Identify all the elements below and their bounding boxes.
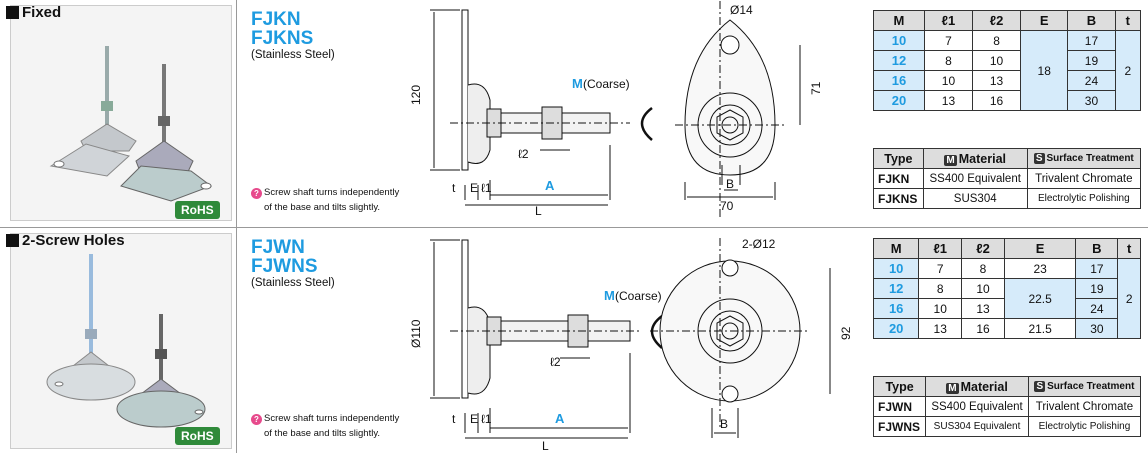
model-names: FJKN FJKNS (Stainless Steel)	[251, 10, 335, 62]
model-name: FJWN	[251, 237, 305, 258]
dim-side: 71	[809, 81, 823, 95]
model-name: FJKN	[251, 9, 301, 30]
dim-a: A	[555, 411, 565, 426]
section-2-screw-holes: 2-Screw Holes RoHS FJWN FJWNS (Stainless…	[0, 227, 1148, 453]
dim-thread-sub: (Coarse)	[583, 77, 630, 91]
surface-badge-icon: S	[1033, 153, 1045, 164]
dim-diameter: Ø14	[730, 3, 753, 17]
surface-badge-icon: S	[1034, 381, 1046, 392]
section-title: 2-Screw Holes	[6, 232, 125, 249]
divider	[236, 0, 237, 227]
dim-thread: M	[572, 76, 583, 91]
dim-t: t	[452, 412, 456, 426]
material-badge-icon: M	[946, 382, 959, 394]
dim-side: 92	[839, 326, 853, 340]
rohs-badge: RoHS	[175, 427, 220, 445]
dim-b: B	[726, 177, 734, 191]
technical-drawing: 2-Ø12 Ø110 M (Coarse) 92 B t E ℓ1 ℓ2 A L	[409, 237, 853, 453]
note: ?Screw shaft turns independently of the …	[251, 185, 399, 215]
info-icon: ?	[251, 188, 262, 199]
model-name: FJWNS	[251, 256, 318, 277]
table-row: 16 10 13 24	[873, 70, 1141, 91]
dim-thread: M	[604, 288, 615, 303]
section-title: Fixed	[6, 4, 61, 21]
table-row: FJWNS SUS304 Equivalent Electrolytic Pol…	[872, 416, 1142, 437]
table-header-row: M ℓ1 ℓ2 E B t	[872, 238, 1141, 259]
dim-e: E	[470, 181, 478, 195]
spec-table: M ℓ1 ℓ2 E B t 10 7 8 18 17 2 12 8 10 19 …	[873, 10, 1142, 111]
square-bullet-icon	[6, 6, 19, 19]
dim-l: L	[535, 204, 542, 218]
leveling-foot-photo-icon	[49, 46, 213, 202]
dim-l1: ℓ1	[481, 181, 492, 195]
table-row: 10 7 8 23 17 2	[872, 258, 1141, 339]
model-names: FJWN FJWNS (Stainless Steel)	[251, 238, 335, 290]
material-badge-icon: M	[944, 154, 957, 166]
table-row: 16 10 13 24	[872, 298, 1141, 319]
table-row: FJWN SS400 Equivalent Trivalent Chromate	[872, 396, 1142, 417]
table-header-row: M ℓ1 ℓ2 E B t	[873, 10, 1142, 31]
dim-height: Ø110	[409, 319, 423, 348]
material-subtitle: (Stainless Steel)	[251, 277, 335, 289]
technical-drawing: Ø14 120 M (Coarse) 71 70 B t E ℓ1 ℓ2 A L	[409, 1, 823, 220]
spec-table: M ℓ1 ℓ2 E B t 10 7 8 23 17 2 12 8 10 22.…	[872, 238, 1141, 339]
dim-l: L	[542, 439, 549, 453]
dim-width: 70	[720, 199, 734, 213]
model-name: FJKNS	[251, 28, 314, 49]
section-fixed: Fixed RoHS FJKN FJKNS (Stainless Steel) …	[6, 0, 1142, 227]
dim-t: t	[452, 181, 456, 195]
table-row: 20 13 16 30	[873, 90, 1141, 111]
dim-b: B	[720, 417, 728, 431]
dim-l2: ℓ2	[518, 147, 529, 161]
table-row: 12 8 10 19	[873, 50, 1141, 71]
material-subtitle: (Stainless Steel)	[251, 49, 335, 61]
dim-l1: ℓ1	[481, 412, 492, 426]
rohs-badge: RoHS	[175, 201, 220, 219]
dim-a: A	[545, 178, 555, 193]
table-row: FJKN SS400 Equivalent Trivalent Chromate	[873, 168, 1142, 189]
product-photo	[10, 5, 232, 221]
dim-height: 120	[409, 85, 423, 105]
table-row: 12 8 10 22.5 19	[872, 278, 1141, 319]
table-row: 20 13 16 21.5 30	[872, 318, 1141, 339]
dim-thread-sub: (Coarse)	[615, 289, 662, 303]
square-bullet-icon	[6, 234, 19, 247]
leveling-foot-photo-icon	[46, 254, 206, 428]
table-row: 10 7 8 18 17 2	[873, 30, 1142, 111]
dim-diameter: 2-Ø12	[742, 237, 776, 251]
dim-l2: ℓ2	[550, 355, 561, 369]
info-icon: ?	[251, 414, 262, 425]
divider	[236, 228, 237, 453]
dim-e: E	[470, 412, 478, 426]
table-row: FJKNS SUS304 Electrolytic Polishing	[873, 188, 1142, 209]
note: ?Screw shaft turns independently of the …	[251, 411, 399, 441]
product-photo	[10, 233, 232, 449]
